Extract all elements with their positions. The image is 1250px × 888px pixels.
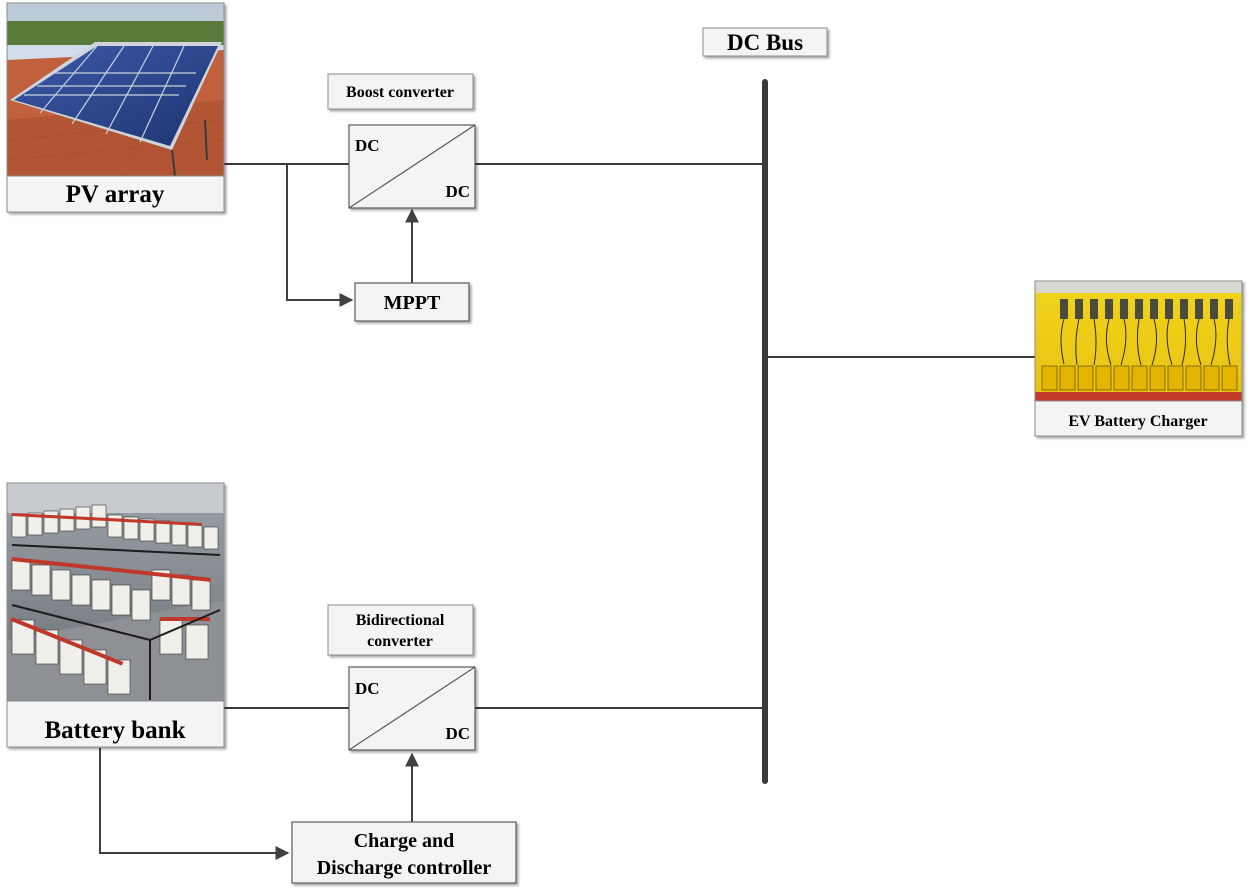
arrow-lines: [99, 164, 419, 860]
solar-panel-photo: [6, 3, 225, 177]
charger-units-bottom: [1041, 365, 1238, 391]
ev-charger-photo: [1035, 281, 1242, 401]
ev-charger-block: [1034, 280, 1243, 437]
bidirectional-converter-block: [348, 666, 476, 751]
battery-rack-photo: [7, 483, 224, 701]
mppt-label: MPPT: [384, 292, 441, 314]
bidirectional-converter-title-line1: Bidirectional: [356, 612, 445, 629]
boost-converter-block: [348, 124, 476, 209]
boost-input-label: DC: [355, 136, 380, 155]
controller-label-line1: Charge and: [354, 830, 455, 852]
bidirectional-converter-title-line2: converter: [367, 633, 433, 650]
boost-converter-title-box: [327, 73, 474, 110]
dc-bus-label-box: [702, 27, 828, 57]
battery-rows: [10, 504, 219, 695]
battery-bank-label: Battery bank: [45, 717, 186, 744]
battery-to-controller-arrow: [99, 748, 290, 860]
ev-charger-label: EV Battery Charger: [1068, 413, 1207, 430]
pv-to-mppt-arrow: [286, 164, 354, 307]
bidirectional-input-label: DC: [355, 679, 380, 698]
bidirectional-converter-title-box: [327, 604, 474, 656]
boost-converter-diagonal: [348, 124, 476, 209]
bidirectional-output-label: DC: [445, 724, 470, 743]
pv-array-label: PV array: [66, 181, 165, 208]
controller-label-line2: Discharge controller: [317, 857, 492, 879]
boost-converter-title: Boost converter: [346, 84, 454, 101]
charge-discharge-controller-block: [291, 821, 517, 884]
pv-array-block: [6, 2, 225, 213]
dc-bus-label: DC Bus: [727, 30, 803, 55]
boost-output-label: DC: [445, 182, 470, 201]
mppt-block: [354, 282, 470, 322]
battery-bank-block: [6, 482, 225, 748]
bidirectional-converter-diagonal: [348, 666, 476, 751]
connection-lines: [224, 163, 1035, 709]
charger-units-top: [1060, 299, 1233, 319]
